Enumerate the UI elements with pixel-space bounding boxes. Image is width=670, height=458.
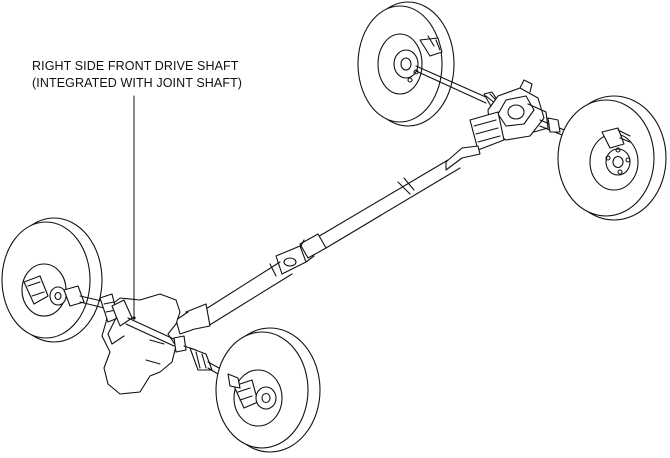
rear-left-wheel — [357, 1, 455, 127]
rear-right-wheel — [557, 95, 667, 221]
front-right-wheel — [215, 327, 321, 453]
front-left-wheel — [1, 217, 103, 343]
propeller-shaft — [175, 145, 481, 335]
rear-differential — [469, 79, 549, 151]
callout-line-2: (INTEGRATED WITH JOINT SHAFT) — [32, 76, 243, 90]
callout-leader-line — [132, 95, 136, 320]
callout-label: RIGHT SIDE FRONT DRIVE SHAFT (INTEGRATED… — [32, 58, 242, 92]
callout-line-1: RIGHT SIDE FRONT DRIVE SHAFT — [32, 59, 239, 73]
